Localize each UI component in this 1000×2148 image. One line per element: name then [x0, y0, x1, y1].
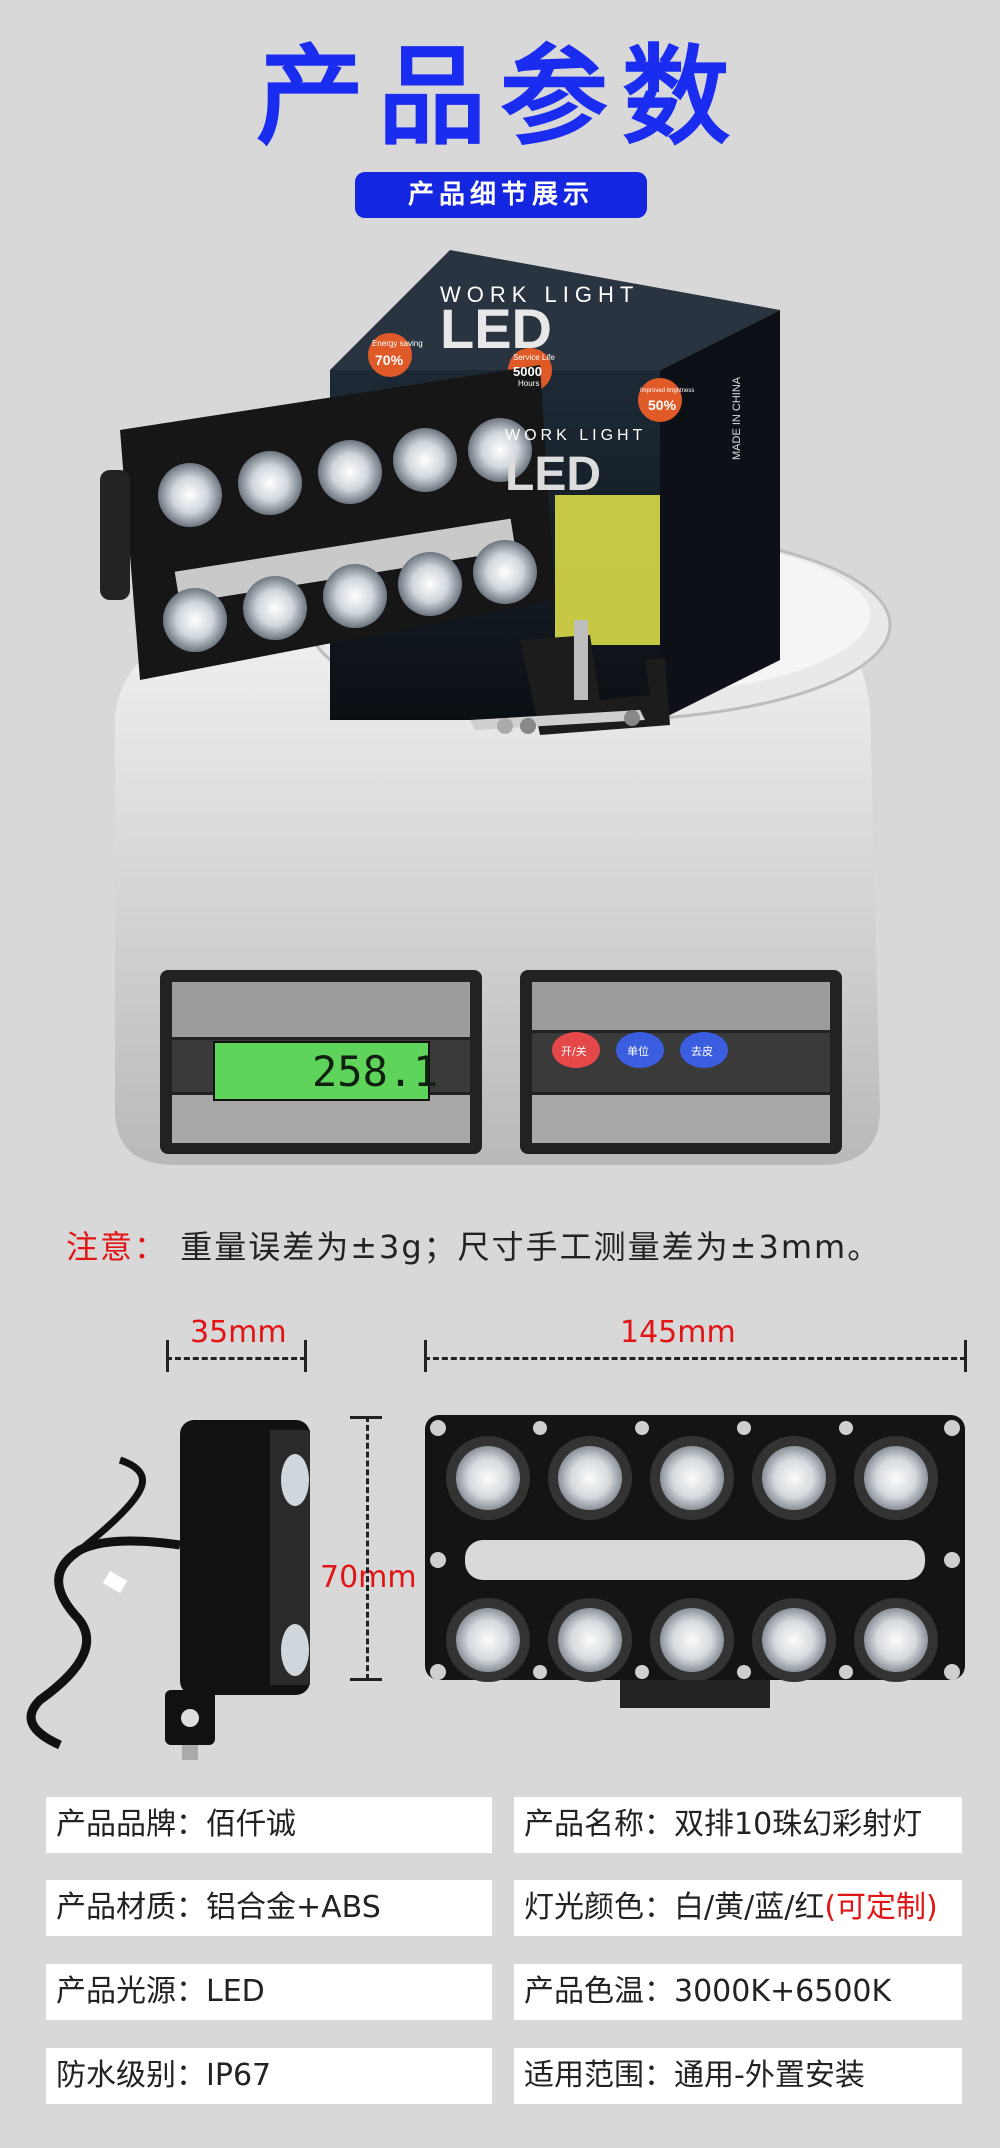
- led-light-front-view: [425, 1415, 965, 1708]
- spec-application-value: 通用-外置安装: [674, 2058, 865, 2093]
- spec-brand-value: 佰仟诚: [206, 1807, 296, 1842]
- spec-light-color-customizable: (可定制): [824, 1890, 938, 1925]
- measurement-note: 注意： 重量误差为±3g；尺寸手工测量差为±3mm。: [66, 1222, 996, 1268]
- dimension-width-label: 145mm: [620, 1315, 736, 1350]
- spec-product-name-value: 双排10珠幻彩射灯: [674, 1807, 923, 1842]
- spec-material: 产品材质：铝合金+ABS: [46, 1880, 492, 1936]
- box-work-light-text: WORK LIGHT: [440, 282, 639, 307]
- spec-application: 适用范围：通用-外置安装: [514, 2048, 962, 2104]
- spec-product-name: 产品名称：双排10珠幻彩射灯: [514, 1797, 962, 1853]
- section-subtitle-badge: 产品细节展示: [355, 172, 647, 218]
- badge-energy-value: 70%: [375, 352, 404, 368]
- scale-button-unit: 单位: [627, 1044, 649, 1058]
- badge-service-value: 5000: [513, 364, 542, 379]
- dimension-depth-label: 35mm: [190, 1315, 287, 1350]
- spec-light-color-value: 白/黄/蓝/红: [674, 1890, 825, 1925]
- spec-color-temperature: 产品色温：3000K+6500K: [514, 1964, 962, 2020]
- box-front-work-light-text: WORK LIGHT: [505, 427, 646, 444]
- spec-product-name-label: 产品名称：: [524, 1807, 674, 1842]
- badge-service-label: Service Life: [513, 353, 555, 362]
- spec-light-source-value: LED: [206, 1974, 265, 2009]
- badge-energy-label: Energy saving: [372, 339, 423, 348]
- dimension-depth-tick-left: [166, 1340, 169, 1372]
- led-lens-group-hero: [158, 418, 537, 652]
- front-lens-row-top: [446, 1436, 938, 1520]
- badge-brightness-label: Improved brightness: [640, 388, 694, 394]
- spec-waterproof-value: IP67: [206, 2058, 272, 2093]
- dimension-height-tick-bottom: [350, 1678, 382, 1681]
- box-front-led-text: LED: [505, 448, 601, 501]
- spec-light-color-label: 灯光颜色：: [524, 1890, 674, 1925]
- dimension-width-line: [424, 1357, 966, 1360]
- note-text: 重量误差为±3g；尺寸手工测量差为±3mm。: [180, 1228, 882, 1266]
- box-side-made-in-china: MADE IN CHINA: [731, 376, 743, 460]
- dimension-height-line: [366, 1416, 369, 1680]
- scale-button-power: 开/关: [561, 1044, 587, 1058]
- product-hero-illustration: WORK LIGHT LED WORK LIGHT LED Energy sav…: [100, 250, 892, 1165]
- badge-service-unit: Hours: [518, 379, 539, 388]
- dimension-height-tick-top: [350, 1416, 382, 1419]
- spec-color-temperature-label: 产品色温：: [524, 1974, 674, 2009]
- spec-waterproof-label: 防水级别：: [56, 2058, 206, 2093]
- led-light-side-view: [26, 1420, 310, 1760]
- mounting-bracket: [470, 620, 670, 735]
- spec-application-label: 适用范围：: [524, 2058, 674, 2093]
- box-led-logo-text: LED: [440, 297, 552, 360]
- spec-light-source-label: 产品光源：: [56, 1974, 206, 2009]
- spec-waterproof: 防水级别：IP67: [46, 2048, 492, 2104]
- spec-light-color: 灯光颜色：白/黄/蓝/红(可定制): [514, 1880, 962, 1936]
- spec-color-temperature-value: 3000K+6500K: [674, 1974, 892, 2009]
- dimension-width-tick-right: [964, 1340, 967, 1372]
- spec-brand: 产品品牌：佰仟诚: [46, 1797, 492, 1853]
- scale-display-readout: 258.1: [312, 1047, 438, 1096]
- spec-brand-label: 产品品牌：: [56, 1807, 206, 1842]
- dimension-width-tick-left: [424, 1340, 427, 1372]
- spec-material-label: 产品材质：: [56, 1890, 206, 1925]
- dimension-depth-tick-right: [304, 1340, 307, 1372]
- scale-button-tare: 去皮: [691, 1045, 713, 1058]
- spec-light-source: 产品光源：LED: [46, 1964, 492, 2020]
- note-label: 注意：: [66, 1228, 169, 1266]
- badge-brightness-value: 50%: [648, 397, 677, 413]
- front-lens-row-bottom: [446, 1598, 938, 1682]
- dimension-depth-line: [166, 1357, 306, 1360]
- spec-material-value: 铝合金+ABS: [206, 1890, 381, 1925]
- page-title: 产品参数: [255, 35, 744, 160]
